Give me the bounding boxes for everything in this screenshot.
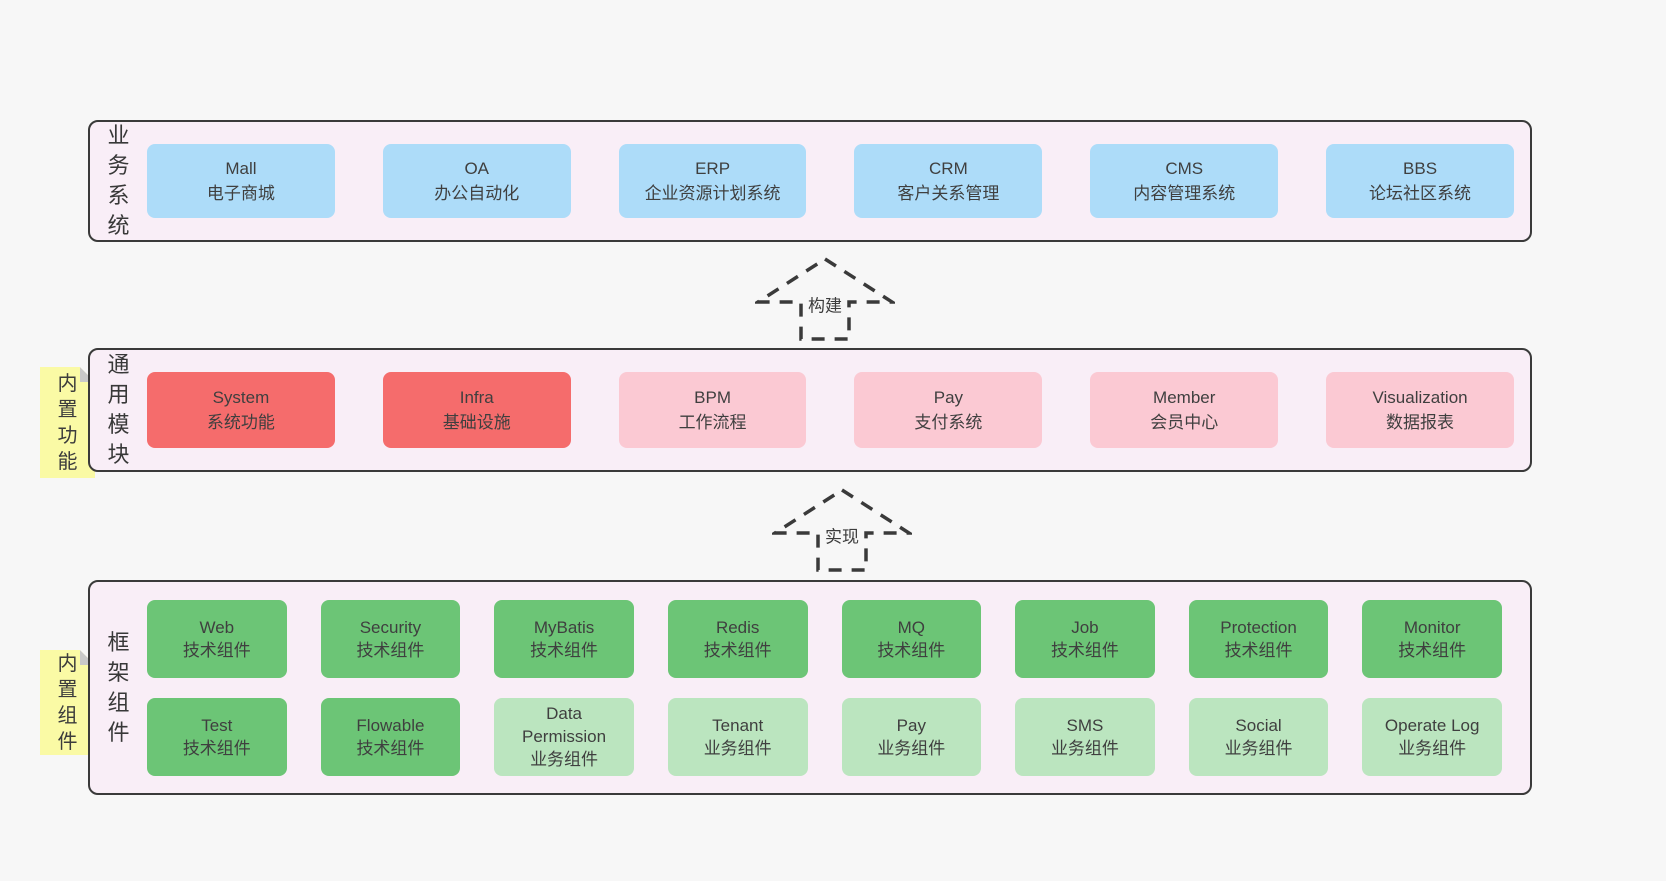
box-tenant: Tenant 业务组件 xyxy=(667,697,808,776)
band-common-modules: 通用模块 System 系统功能 Infra 基础设施 BPM 工作流程 Pay… xyxy=(88,348,1532,472)
box-sms: SMS 业务组件 xyxy=(1015,697,1155,776)
box-flowable: Flowable 技术组件 xyxy=(320,697,461,776)
box-bpm: BPM 工作流程 xyxy=(618,372,807,448)
box-pay: Pay 支付系统 xyxy=(854,372,1043,448)
band-label-common-modules: 通用模块 xyxy=(107,352,130,467)
box-test: Test 技术组件 xyxy=(147,697,287,776)
box-crm: CRM 客户关系管理 xyxy=(854,144,1043,218)
box-data-permission: Data Permission 业务组件 xyxy=(494,697,634,776)
box-mq: MQ 技术组件 xyxy=(841,599,982,678)
box-system: System 系统功能 xyxy=(147,372,335,448)
up-arrow-icon xyxy=(755,256,895,341)
box-visualization: Visualization 数据报表 xyxy=(1326,372,1514,448)
arrow-implement: 实现 xyxy=(772,487,912,573)
box-operate-log: Operate Log 业务组件 xyxy=(1362,697,1502,776)
box-protection: Protection 技术组件 xyxy=(1188,599,1329,678)
box-member: Member 会员中心 xyxy=(1090,372,1279,448)
box-erp: ERP 企业资源计划系统 xyxy=(618,144,807,218)
note-label: 内置功能 xyxy=(57,372,78,473)
sticky-note-built-in-features: 内置功能 xyxy=(40,367,95,478)
band-business-systems: 业务系统 Mall 电子商城 OA 办公自动化 ERP 企业资源计划系统 CRM… xyxy=(88,120,1532,242)
arrow-build-label: 构建 xyxy=(804,288,846,320)
box-social: Social 业务组件 xyxy=(1188,697,1329,776)
box-monitor: Monitor 技术组件 xyxy=(1362,599,1502,678)
box-redis: Redis 技术组件 xyxy=(667,599,808,678)
box-infra: Infra 基础设施 xyxy=(382,372,571,448)
up-arrow-icon xyxy=(772,487,912,572)
box-mall: Mall 电子商城 xyxy=(147,144,335,218)
framework-components-grid: Web 技术组件 Security 技术组件 MyBatis 技术组件 Redi… xyxy=(147,582,1502,793)
box-oa: OA 办公自动化 xyxy=(382,144,571,218)
arrow-implement-label: 实现 xyxy=(821,519,863,551)
box-web: Web 技术组件 xyxy=(147,599,287,678)
sticky-note-built-in-components: 内置组件 xyxy=(40,650,95,755)
common-modules-boxes: System 系统功能 Infra 基础设施 BPM 工作流程 Pay 支付系统… xyxy=(147,350,1530,470)
band-label-business-systems: 业务系统 xyxy=(107,123,130,238)
business-systems-boxes: Mall 电子商城 OA 办公自动化 ERP 企业资源计划系统 CRM 客户关系… xyxy=(147,122,1530,240)
box-pay-biz: Pay 业务组件 xyxy=(841,697,982,776)
band-framework-components: 框架组件 Web 技术组件 Security 技术组件 MyBatis 技术组件… xyxy=(88,580,1532,795)
note-label: 内置组件 xyxy=(57,652,78,753)
arrow-build: 构建 xyxy=(755,256,895,342)
box-cms: CMS 内容管理系统 xyxy=(1090,144,1279,218)
box-security: Security 技术组件 xyxy=(320,599,461,678)
box-job: Job 技术组件 xyxy=(1015,599,1155,678)
box-bbs: BBS 论坛社区系统 xyxy=(1326,144,1514,218)
band-label-framework-components: 框架组件 xyxy=(107,629,130,745)
box-mybatis: MyBatis 技术组件 xyxy=(494,599,634,678)
